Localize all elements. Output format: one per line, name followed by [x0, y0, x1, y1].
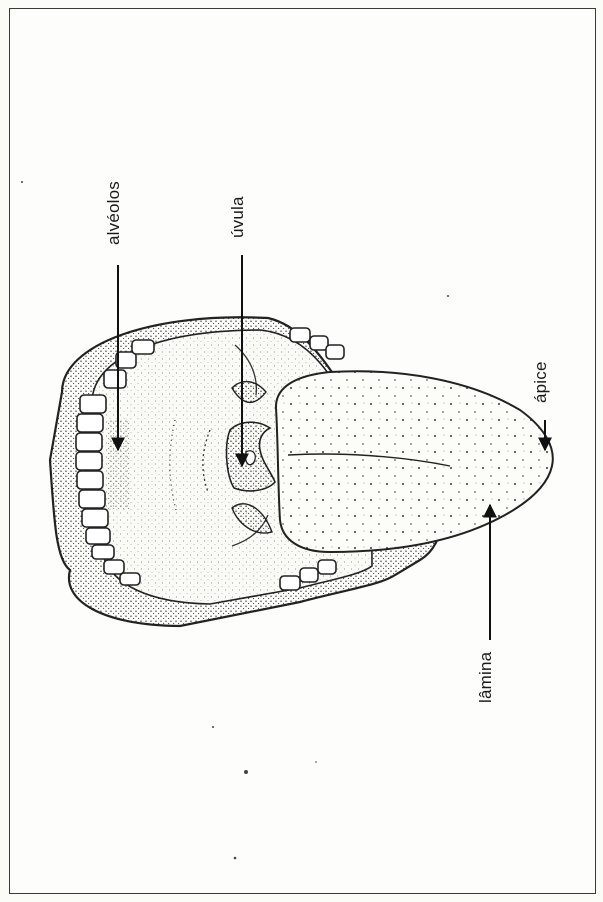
label-lamina: lâmina: [476, 652, 496, 703]
label-uvula: úvula: [228, 196, 248, 238]
label-alveolos: alvéolos: [104, 181, 124, 245]
label-apice: ápice: [531, 361, 551, 403]
